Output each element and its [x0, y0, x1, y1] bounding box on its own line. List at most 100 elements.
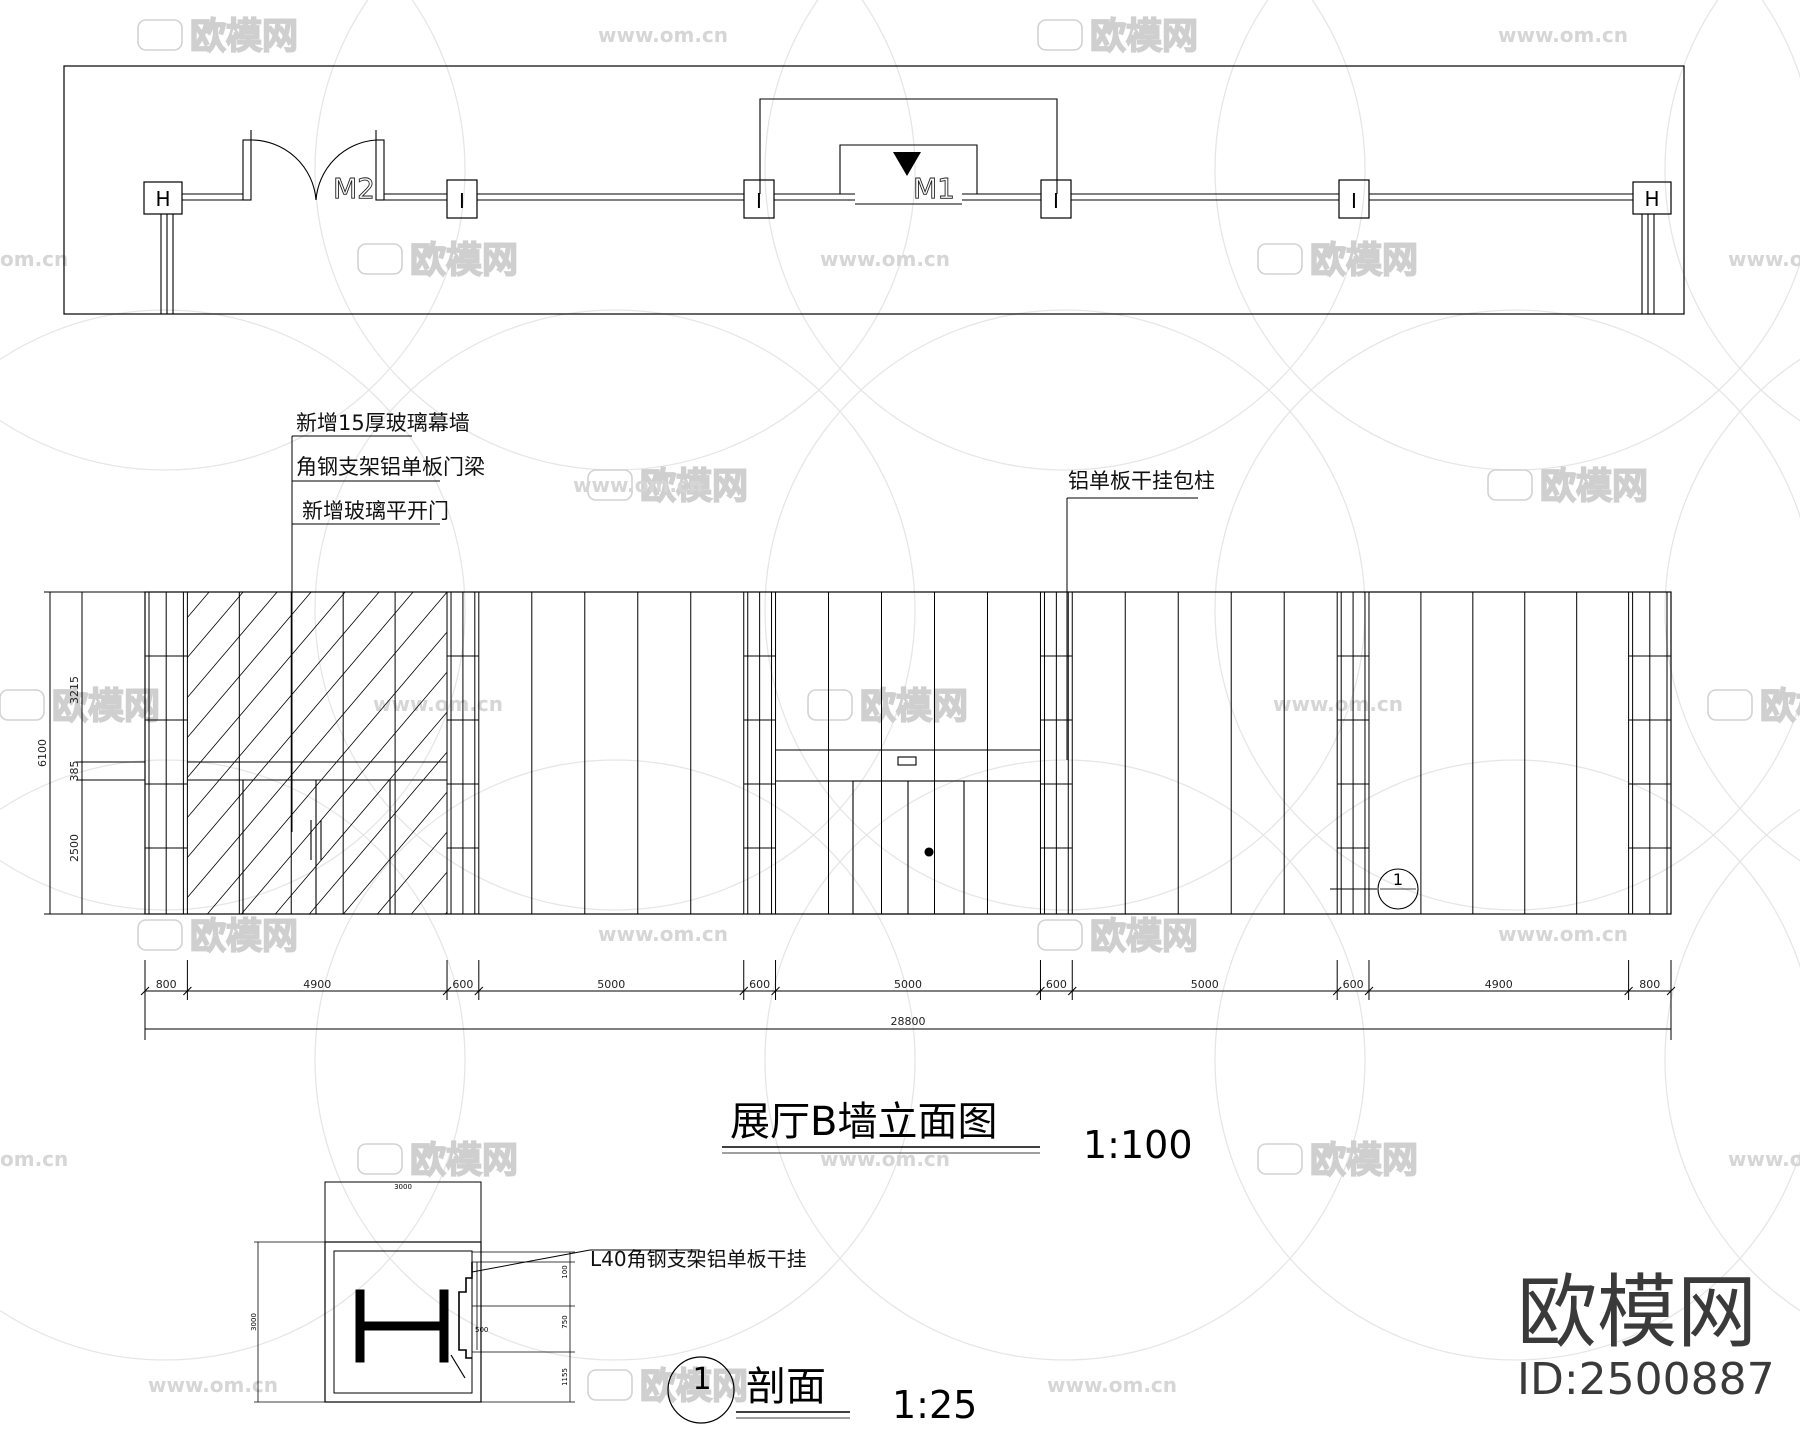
- svg-text:I: I: [756, 189, 762, 213]
- note-aluminum-column-cladding: 铝单板干挂包柱: [1068, 469, 1215, 493]
- watermark-url: www.om.cn: [820, 1147, 950, 1171]
- door-m1: [759, 98, 1058, 205]
- width-dim-label: 800: [1639, 978, 1660, 991]
- dim-tick: [1364, 986, 1374, 996]
- height-dim-top: 3215: [68, 676, 81, 704]
- width-dim-label: 4900: [303, 978, 331, 991]
- dim-tick: [183, 986, 192, 996]
- watermark-arc: [1214, 0, 1800, 471]
- watermark-logo-icon: [1257, 1143, 1303, 1175]
- hatch-line: [377, 831, 448, 915]
- elevation: 新增15厚玻璃幕墙 角钢支架铝单板门梁 新增玻璃平开门 铝单板干挂包柱 1 32…: [36, 411, 1676, 1040]
- hatch-line: [275, 711, 448, 915]
- width-dim-label: 5000: [597, 978, 625, 991]
- watermark-arc: [314, 309, 916, 911]
- note-glass-door: 新增玻璃平开门: [302, 499, 449, 523]
- watermark-url: om.cn: [0, 1147, 68, 1171]
- watermark-logo-icon: [1257, 243, 1303, 275]
- section-detail: 3000 3000 100 750 500 1155: [250, 1181, 977, 1427]
- plan-wall-lines: [160, 193, 1655, 314]
- watermark-logo-icon: [357, 1143, 403, 1175]
- watermark-logo-icon: [807, 689, 853, 721]
- watermark-logo: 欧模网: [640, 1366, 748, 1407]
- hatch-line: [187, 591, 210, 618]
- dim-tick: [771, 986, 780, 996]
- svg-text:I: I: [1053, 189, 1059, 213]
- watermark-url: www.om.cn: [598, 23, 728, 47]
- note-angle-steel-beam: 角钢支架铝单板门梁: [296, 455, 485, 479]
- dim-tick: [140, 986, 150, 996]
- svg-text:1155: 1155: [561, 1368, 569, 1386]
- h-steel-profile: [355, 1289, 449, 1363]
- watermark-arc: [764, 309, 1366, 911]
- section-note: L40角钢支架铝单板干挂: [590, 1247, 807, 1271]
- svg-text:H: H: [155, 187, 170, 211]
- section-marker: 1: [1330, 868, 1419, 910]
- watermark-url: om.cn: [0, 247, 68, 271]
- width-dim-label: 800: [156, 978, 177, 991]
- dim-tick: [474, 986, 484, 996]
- width-dim-label: 600: [1343, 978, 1364, 991]
- section-outer-box: [324, 1241, 482, 1403]
- section-top-dim: 3000: [394, 1183, 412, 1191]
- note-glass-curtain-wall: 新增15厚玻璃幕墙: [296, 411, 470, 435]
- svg-text:I: I: [1351, 189, 1357, 213]
- dim-tick: [739, 986, 749, 996]
- section-inner-box: [333, 1250, 473, 1394]
- watermark-logo-icon: [1037, 19, 1083, 51]
- entrance-arrow: [893, 152, 921, 176]
- watermark-url: www.om.cn: [1728, 247, 1800, 271]
- dim-tick: [1067, 986, 1077, 996]
- watermark-arc: [1664, 808, 1800, 1312]
- width-dim-total: 28800: [891, 1015, 926, 1028]
- hatch-line: [187, 591, 414, 858]
- watermark-arc: [764, 0, 1366, 471]
- watermark-logo: 欧模网: [1090, 16, 1198, 57]
- watermark-arc: [1664, 358, 1800, 862]
- watermark-arc: [0, 0, 466, 471]
- width-dim-label: 4900: [1485, 978, 1513, 991]
- glass-curtain-wall-hatch: [187, 591, 448, 915]
- width-dimension-ticks: [140, 960, 1676, 1000]
- plan-columns: H I I I I H: [143, 179, 1672, 219]
- hatch-line: [187, 591, 278, 698]
- panel-lines: [144, 592, 1672, 914]
- section-left-dim: 3000: [250, 1313, 258, 1331]
- watermark-logo: 欧模网: [410, 240, 518, 281]
- watermark-logo-icon: [1707, 689, 1753, 721]
- watermark-logo: 欧模网: [860, 686, 968, 727]
- brand-logo-text: 欧模网: [1517, 1266, 1757, 1359]
- watermark-logo-icon: [587, 1369, 633, 1401]
- hatch-line: [187, 591, 346, 778]
- watermark-arc: [0, 759, 466, 1361]
- brand-stamp: 欧模网 ID:2500887: [1517, 1266, 1775, 1405]
- watermark-arc: [764, 759, 1366, 1361]
- watermark-url: www.om.cn: [573, 473, 703, 497]
- hatch-line: [207, 631, 448, 915]
- svg-text:100: 100: [561, 1265, 569, 1278]
- hatch-line: [187, 591, 244, 658]
- watermark-logo-icon: [1487, 469, 1533, 501]
- hatch-line: [187, 591, 448, 898]
- watermark-arc: [314, 759, 916, 1361]
- dim-tick: [442, 986, 452, 996]
- watermark-logo: 欧模网: [410, 1140, 518, 1181]
- watermark-url: www.om.cn: [1273, 692, 1403, 716]
- watermark-url: www.om.cn: [1498, 23, 1628, 47]
- watermark-logo-icon: [137, 919, 183, 951]
- hatch-line: [411, 871, 448, 915]
- section-scale: 1:25: [892, 1383, 977, 1427]
- watermark-logo-icon: [357, 243, 403, 275]
- watermark-url: www.om.cn: [598, 922, 728, 946]
- watermark-logo: 欧模网: [1090, 916, 1198, 957]
- width-dim-label: 600: [1046, 978, 1067, 991]
- column-1: H: [143, 181, 183, 215]
- watermark-layer: 欧模网欧模网欧模网欧模网欧模网欧模网欧模网欧模网欧模网欧模网欧模网欧模网欧模网欧…: [0, 15, 1800, 1408]
- note-leaders: [291, 435, 1198, 832]
- hatch-line: [187, 591, 312, 738]
- watermark-arc: [1214, 759, 1800, 1361]
- watermark-logo-icon: [587, 469, 633, 501]
- door-m2: [242, 130, 385, 201]
